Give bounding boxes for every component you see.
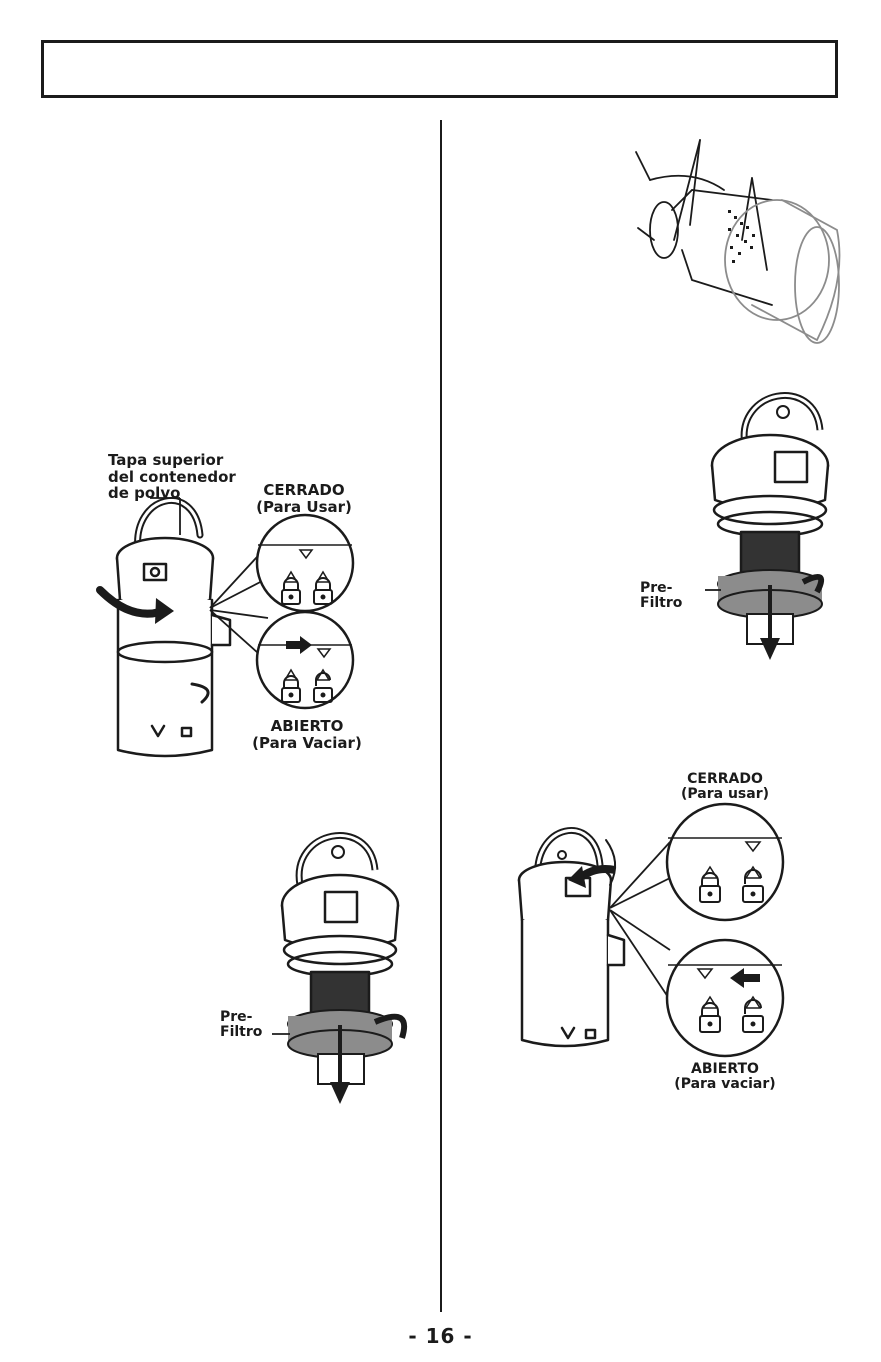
status-locked: CERRADO (Para Usar) bbox=[244, 482, 364, 515]
prefilter-label: Pre- Filtro bbox=[640, 581, 682, 612]
dust-cup-lock-2-illustration bbox=[510, 770, 810, 1100]
figure-dust-cup-lock: Tapa superior del contenedor de polvo CE… bbox=[90, 440, 380, 770]
prefilter-label: Pre- Filtro bbox=[220, 1010, 262, 1041]
status-unlocked: ABIERTO (Para Vaciar) bbox=[242, 718, 372, 751]
column-divider bbox=[440, 120, 442, 1312]
status-unlocked: ABIERTO (Para vaciar) bbox=[660, 1062, 790, 1093]
figure-prefilter-left: Pre- Filtro bbox=[220, 810, 435, 1110]
prefilter-right-illustration bbox=[635, 370, 850, 670]
figure-dust-cup-lock-2: CERRADO (Para usar) ABIERTO (Para vaciar… bbox=[510, 770, 810, 1100]
figure-filter-exploded bbox=[632, 130, 847, 355]
filter-exploded-illustration bbox=[632, 130, 847, 355]
callout-top-cover: Tapa superior del contenedor de polvo bbox=[108, 452, 236, 502]
status-locked: CERRADO (Para usar) bbox=[665, 772, 785, 803]
page-number: - 16 - bbox=[0, 1324, 881, 1348]
prefilter-left-illustration bbox=[220, 810, 435, 1110]
header-title-box bbox=[41, 40, 838, 98]
figure-prefilter-right: Pre- Filtro bbox=[635, 370, 850, 670]
